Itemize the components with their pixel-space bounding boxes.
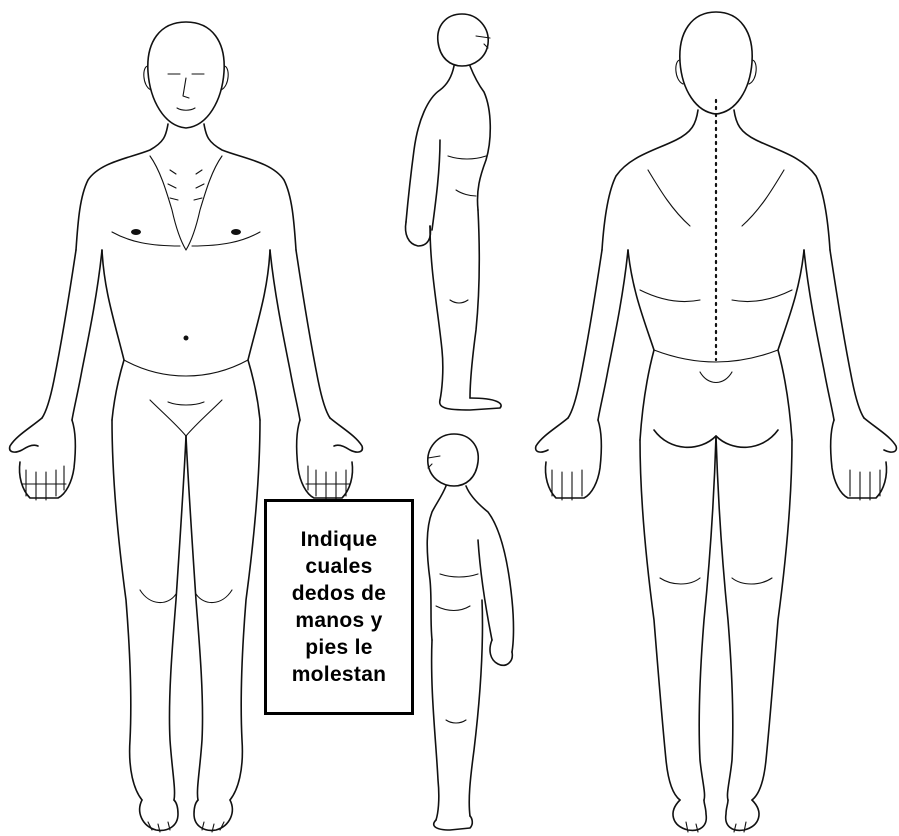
instruction-text: Indique cuales dedos de manos y pies le … [292, 526, 387, 688]
instruction-box: Indique cuales dedos de manos y pies le … [264, 499, 414, 715]
